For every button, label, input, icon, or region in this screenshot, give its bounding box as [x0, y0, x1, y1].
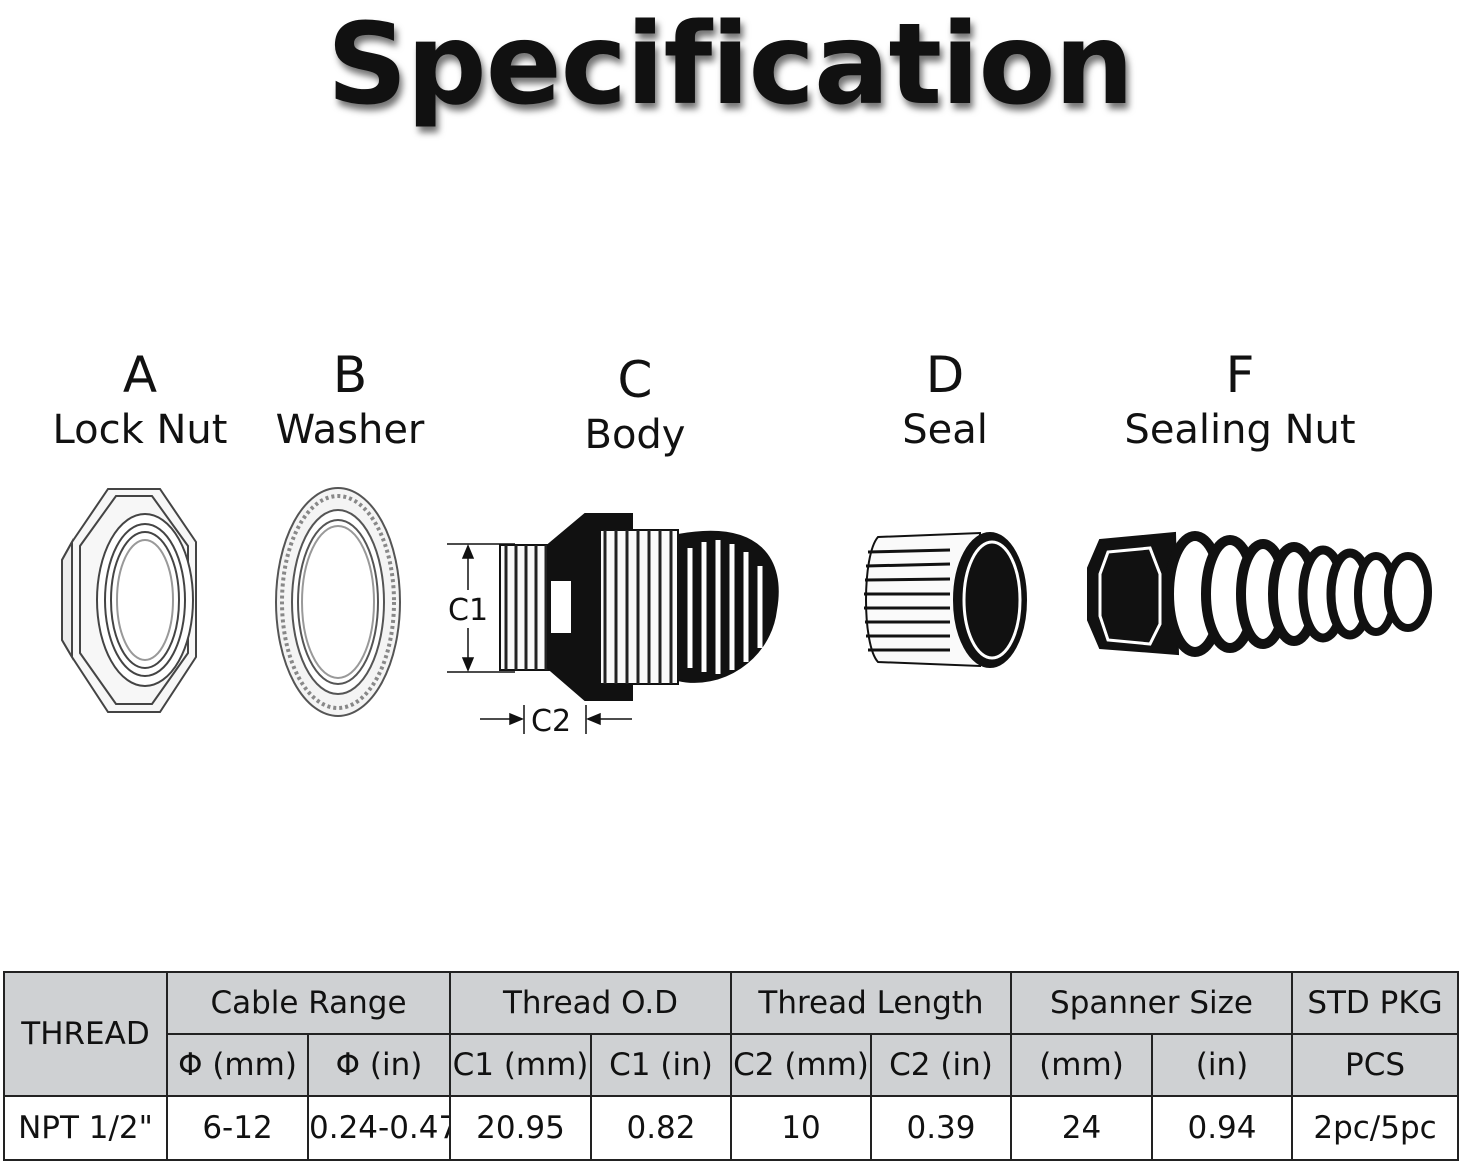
part-name: Sealing Nut: [1124, 407, 1356, 453]
part-sealing-nut-label: F Sealing Nut: [1090, 345, 1390, 455]
exploded-parts-drawing: C1 C2: [61, 487, 1432, 739]
lock-nut-drawing: [61, 488, 197, 713]
part-name: Body: [584, 412, 686, 458]
part-letter: C: [617, 351, 653, 409]
body-drawing: C1 C2: [447, 513, 779, 739]
table-header-row: THREAD Cable Range Thread O.D Thread Len…: [3, 971, 1460, 1097]
table-cell: 2pc/5pc: [1291, 1095, 1460, 1161]
part-body-label: C Body: [530, 350, 740, 460]
part-letter: A: [122, 346, 158, 404]
thread-length-header: Thread Length: [730, 971, 1012, 1035]
table-cell: 10: [730, 1095, 872, 1161]
subheader-cell: C1 (in): [590, 1033, 732, 1097]
table-cell: 0.39: [870, 1095, 1012, 1161]
cable-range-header: Cable Range: [166, 971, 451, 1035]
washer-drawing: [275, 487, 401, 717]
dimension-c2-label: C2: [531, 704, 571, 739]
seal-drawing: [864, 531, 1027, 668]
thread-od-header: Thread O.D: [449, 971, 732, 1035]
part-name: Lock Nut: [52, 407, 228, 453]
sealing-nut-drawing: [1087, 531, 1432, 657]
subheader-cell: Φ (in): [307, 1033, 451, 1097]
part-seal-label: D Seal: [840, 345, 1050, 455]
subheader-cell: PCS: [1291, 1033, 1460, 1097]
table-cell: 0.94: [1150, 1095, 1294, 1161]
part-washer-label: B Washer: [250, 345, 450, 455]
table-cell-thread: NPT 1/2": [3, 1095, 168, 1161]
specification-table: THREAD Cable Range Thread O.D Thread Len…: [3, 971, 1460, 1161]
part-name: Seal: [902, 407, 988, 453]
table-cell: 20.95: [449, 1095, 592, 1161]
subheader-cell: C2 (in): [870, 1033, 1012, 1097]
part-letter: B: [332, 346, 368, 404]
table-cell: 0.24-0.47: [307, 1095, 451, 1161]
page-title: Specification: [326, 0, 1134, 130]
dimension-c1-label: C1: [448, 593, 488, 628]
subheader-cell: Φ (mm): [166, 1033, 309, 1097]
subheader-cell: C1 (mm): [449, 1033, 592, 1097]
subheader-cell: (mm): [1010, 1033, 1153, 1097]
part-letter: F: [1225, 346, 1255, 404]
table-cell: 24: [1010, 1095, 1153, 1161]
table-cell: 6-12: [166, 1095, 309, 1161]
table-row: NPT 1/2" 6-12 0.24-0.47 20.95 0.82 10 0.…: [3, 1095, 1460, 1161]
table-cell: 0.82: [590, 1095, 732, 1161]
part-name: Washer: [275, 407, 425, 453]
spanner-size-header: Spanner Size: [1009, 971, 1294, 1035]
subheader-cell: C2 (mm): [730, 1033, 872, 1097]
table-subheader-row: Φ (mm) Φ (in) C1 (mm) C1 (in) C2 (mm) C2…: [4, 1033, 1460, 1097]
std-pkg-header: STD PKG: [1291, 971, 1460, 1035]
part-letter: D: [925, 346, 965, 404]
thread-header: THREAD: [3, 971, 168, 1097]
subheader-cell: (in): [1150, 1033, 1294, 1097]
part-lock-nut-label: A Lock Nut: [30, 345, 250, 455]
